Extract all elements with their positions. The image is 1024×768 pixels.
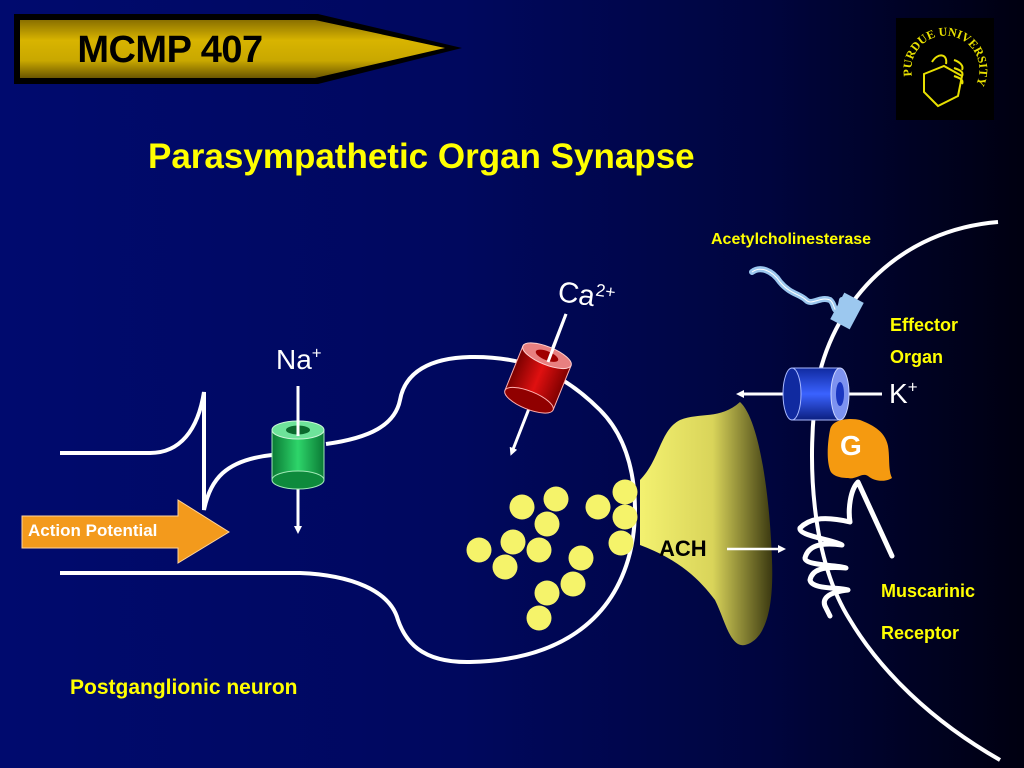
action-potential-label: Action Potential bbox=[28, 521, 158, 540]
sodium-symbol: Na bbox=[276, 344, 312, 375]
potassium-channel bbox=[736, 367, 882, 421]
muscarinic-receptor-label-line2: Receptor bbox=[881, 623, 960, 643]
course-badge-label: MCMP 407 bbox=[77, 29, 263, 71]
ach-vesicle bbox=[534, 511, 560, 537]
g-protein bbox=[827, 419, 892, 481]
ach-vesicle bbox=[534, 580, 560, 606]
ach-vesicle bbox=[500, 529, 526, 555]
ach-vesicle bbox=[509, 494, 535, 520]
ach-vesicle bbox=[466, 537, 492, 563]
g-protein-label: G bbox=[840, 430, 862, 461]
purdue-university-seal-icon: PURDUE UNIVERSITY bbox=[900, 24, 991, 108]
muscarinic-receptor bbox=[797, 479, 895, 619]
sodium-label: Na+ bbox=[276, 344, 322, 376]
effector-organ-label: Effector Organ bbox=[890, 309, 958, 373]
muscarinic-receptor-label: Muscarinic Receptor bbox=[881, 570, 975, 654]
ach-vesicle bbox=[612, 504, 638, 530]
course-badge bbox=[14, 14, 462, 84]
acetylcholinesterase-enzyme bbox=[749, 266, 864, 330]
ach-label: ACH bbox=[659, 536, 707, 561]
university-logo: PURDUE UNIVERSITY bbox=[896, 18, 994, 120]
potassium-label: K+ bbox=[889, 378, 918, 410]
ach-vesicle bbox=[585, 494, 611, 520]
synaptic-cleft bbox=[640, 402, 773, 646]
ach-vesicle bbox=[543, 486, 569, 512]
effector-organ-label-line2: Organ bbox=[890, 347, 944, 367]
ach-vesicle bbox=[608, 530, 634, 556]
ach-vesicle bbox=[612, 479, 638, 505]
ach-vesicle bbox=[526, 605, 552, 631]
sodium-channel bbox=[271, 386, 325, 534]
calcium-channel bbox=[504, 313, 572, 456]
calcium-symbol: Ca bbox=[555, 276, 598, 314]
ach-vesicle bbox=[560, 571, 586, 597]
vesicle-group bbox=[466, 479, 638, 631]
effector-organ-membrane bbox=[810, 220, 1001, 762]
muscarinic-receptor-label-line1: Muscarinic bbox=[881, 581, 976, 601]
potassium-charge: + bbox=[907, 377, 918, 397]
calcium-charge: 2+ bbox=[594, 279, 617, 303]
ach-vesicle bbox=[526, 537, 552, 563]
ach-vesicle bbox=[568, 545, 594, 571]
action-potential-arrow[interactable] bbox=[21, 499, 230, 564]
effector-organ-label-line1: Effector bbox=[890, 315, 959, 335]
postganglionic-neuron-label: Postganglionic neuron bbox=[70, 676, 298, 699]
sodium-charge: + bbox=[311, 343, 322, 363]
acetylcholinesterase-label: Acetylcholinesterase bbox=[711, 231, 872, 248]
ach-vesicle bbox=[492, 554, 518, 580]
potassium-symbol: K bbox=[889, 378, 908, 409]
page-title: Parasympathetic Organ Synapse bbox=[148, 137, 695, 176]
action-potential-waveform bbox=[60, 391, 273, 511]
